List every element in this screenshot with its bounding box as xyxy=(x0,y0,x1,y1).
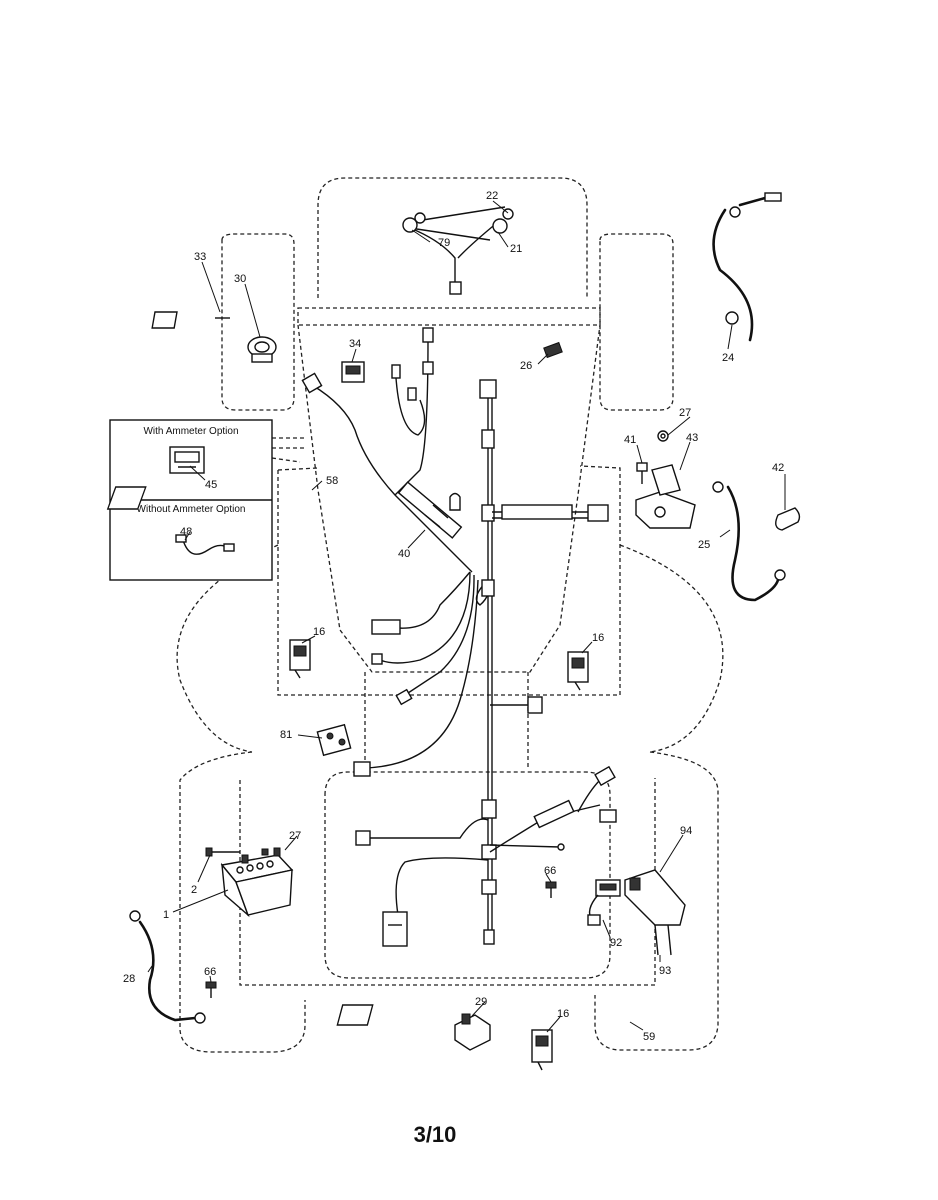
nut-27 xyxy=(657,430,669,442)
relay-16-bottom xyxy=(531,1029,553,1071)
callout-59: 59 xyxy=(643,1031,655,1043)
callout-41: 41 xyxy=(624,434,636,446)
callout-93: 93 xyxy=(659,965,671,977)
bolt-66-left xyxy=(205,981,217,998)
bolts-93 xyxy=(654,924,672,956)
callout-26: 26 xyxy=(520,360,532,372)
callout-92: 92 xyxy=(610,937,622,949)
callout-21: 21 xyxy=(510,243,522,255)
bolt-66-right xyxy=(545,881,557,898)
callout-24: 24 xyxy=(722,352,734,364)
callout-27-top: 27 xyxy=(679,407,691,419)
switch-92 xyxy=(587,879,621,926)
relay-16-left xyxy=(289,639,311,679)
callout-25: 25 xyxy=(698,539,710,551)
callout-45: 45 xyxy=(205,479,217,491)
connector-near-40 xyxy=(449,492,461,511)
callout-16-right: 16 xyxy=(592,632,604,644)
callout-2: 2 xyxy=(191,884,197,896)
callout-16-bottom: 16 xyxy=(557,1008,569,1020)
callout-34: 34 xyxy=(349,338,361,350)
harness-sleeve-40 xyxy=(397,481,463,539)
callout-29: 29 xyxy=(475,996,487,1008)
bolt-2 xyxy=(205,847,240,857)
page-number: 3/10 xyxy=(414,1122,457,1147)
callout-16-left: 16 xyxy=(313,626,325,638)
tractor-outline xyxy=(176,177,724,1053)
callout-22: 22 xyxy=(486,190,498,202)
light-switch-34 xyxy=(341,361,365,383)
cable-25 xyxy=(712,481,786,602)
main-wire-harness xyxy=(301,327,617,947)
callout-48: 48 xyxy=(180,526,192,538)
ammeter-part-45 xyxy=(169,446,205,474)
callout-66-left: 66 xyxy=(204,966,216,978)
with-ammeter-option-label: With Ammeter Option xyxy=(143,426,238,437)
callout-43: 43 xyxy=(686,432,698,444)
bolt-27-battery xyxy=(261,848,269,856)
headlight-harness xyxy=(402,206,514,295)
callout-33: 33 xyxy=(194,251,206,263)
callout-40: 40 xyxy=(398,548,410,560)
callout-1: 1 xyxy=(163,909,169,921)
module-59 xyxy=(336,1004,374,1026)
ignition-switch-30 xyxy=(247,336,277,363)
callout-28: 28 xyxy=(123,973,135,985)
callout-30: 30 xyxy=(234,273,246,285)
callout-42: 42 xyxy=(772,462,784,474)
fuse-26 xyxy=(543,341,563,359)
boot-42 xyxy=(775,507,801,531)
cable-28 xyxy=(129,910,206,1024)
callout-79: 79 xyxy=(438,237,450,249)
leader-lines xyxy=(147,200,786,1033)
callout-numbers: 22 21 79 33 30 34 26 24 27 41 43 42 25 5… xyxy=(123,190,784,1043)
solenoid-81 xyxy=(316,723,352,757)
solenoid-bracket-43 xyxy=(635,464,696,529)
callout-94: 94 xyxy=(680,825,692,837)
bolt-41 xyxy=(636,462,648,484)
switch-29 xyxy=(454,1013,491,1051)
relay-16-right xyxy=(567,651,589,691)
callout-66-right: 66 xyxy=(544,865,556,877)
without-ammeter-option-label: Without Ammeter Option xyxy=(137,504,246,515)
battery-1 xyxy=(220,847,294,918)
callout-27-battery: 27 xyxy=(289,830,301,842)
module-58 xyxy=(106,486,147,510)
callout-81: 81 xyxy=(280,729,292,741)
callout-58: 58 xyxy=(326,475,338,487)
ignition-module-33 xyxy=(151,311,230,329)
bracket-94 xyxy=(624,869,686,926)
cable-24 xyxy=(712,192,782,342)
